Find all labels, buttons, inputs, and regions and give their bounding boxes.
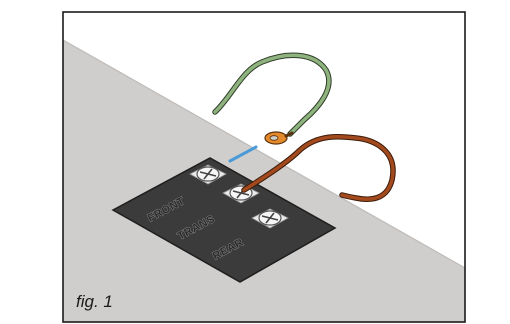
panel-surface: [63, 40, 465, 322]
ring-lug: [265, 132, 292, 144]
figure-caption: fig. 1: [76, 292, 113, 312]
green-wire-outline: [215, 55, 329, 134]
